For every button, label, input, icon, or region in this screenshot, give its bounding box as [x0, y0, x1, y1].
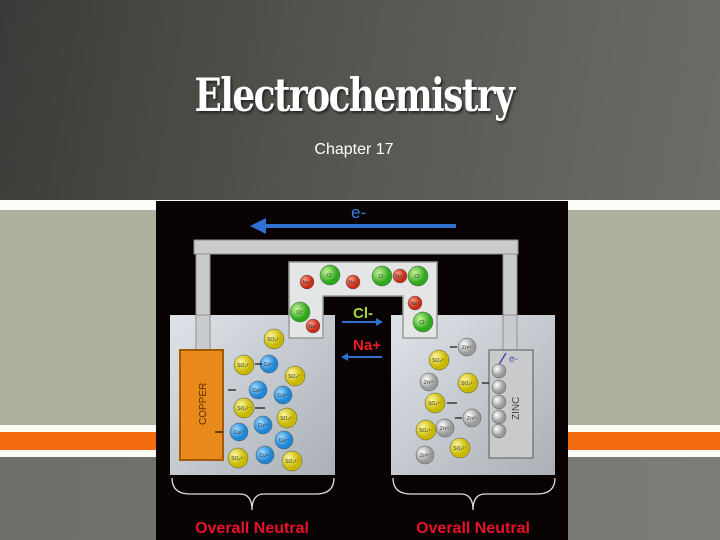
zinc-ion: [415, 445, 435, 465]
sodium-ion: [407, 295, 423, 311]
left-wire-lead: [195, 314, 211, 352]
copper-ion-label: Cu²⁺: [264, 362, 275, 368]
sulfate-ion: [457, 372, 479, 394]
sulfate-ion-label: SO₄²⁻: [461, 381, 475, 387]
sodium-label: Na+: [353, 337, 381, 354]
sulfate-ion-label: SO₄²⁻: [280, 416, 294, 422]
zinc-ion: [457, 337, 477, 357]
copper-label: COPPER: [198, 383, 209, 425]
sodium-ion: [305, 318, 321, 334]
chloride-ion-label: Cl⁻: [326, 273, 334, 279]
electron-flow-label: e-: [351, 203, 366, 222]
sulfate-ion: [449, 437, 471, 459]
zinc-electron-label: e-: [509, 354, 518, 365]
sodium-ion-label: Na⁺: [348, 280, 357, 286]
ion-particles: SO₄²⁻ SO₄²⁻ SO₄²⁻ SO₄²⁻ SO₄²⁻ SO₄²⁻ SO₄²⁻ Cu²⁺ C…: [215, 264, 507, 472]
slide-title: Electrochemistry: [194, 68, 516, 122]
copper-ion-label: Cu²⁺: [253, 388, 264, 394]
chloride-ion-label: Cl⁻: [414, 274, 422, 280]
copper-ion-label: Cu²⁺: [260, 453, 271, 459]
sodium-ion-label: Na⁺: [308, 324, 317, 330]
copper-ion-label: Cu²⁺: [279, 438, 290, 444]
sulfate-ion-label: SO₄²⁻: [237, 363, 251, 369]
sulfate-ion: [233, 397, 255, 419]
sulfate-ion: [227, 447, 249, 469]
chloride-ion: [319, 264, 341, 286]
right-wire-lead: [502, 314, 518, 352]
chloride-ion: [407, 265, 429, 287]
right-brace: [392, 477, 556, 511]
zinc-ion: [462, 408, 482, 428]
chloride-label: Cl-: [353, 305, 373, 322]
sulfate-ion: [415, 419, 437, 441]
sulfate-ion: [428, 349, 450, 371]
chloride-ion-label: Cl⁻: [378, 274, 386, 280]
zinc-ion: [419, 372, 439, 392]
copper-ion: [274, 430, 294, 450]
chloride-ion: [289, 301, 311, 323]
sulfate-ion-label: SO₄²⁻: [453, 446, 467, 452]
sodium-ion-label: Na⁺: [410, 301, 419, 307]
copper-ion-label: Cu²⁺: [258, 423, 269, 429]
zinc-atom: [491, 363, 507, 379]
sulfate-ion: [281, 450, 303, 472]
sulfate-ion: [284, 365, 306, 387]
zinc-atom: [491, 409, 507, 425]
sulfate-ion: [263, 328, 285, 350]
sulfate-ion: [276, 407, 298, 429]
chloride-ion: [371, 265, 393, 287]
sulfate-ion-label: SO₄²⁻: [231, 456, 245, 462]
slide-subtitle: Chapter 17: [314, 141, 394, 158]
zinc-ion-label: Zn²⁺: [440, 426, 451, 432]
copper-ion: [273, 385, 293, 405]
zinc-ion-label: Zn²⁺: [462, 345, 473, 351]
sulfate-ion-label: SO₄²⁻: [285, 459, 299, 465]
sulfate-ion-label: SO₄²⁻: [267, 337, 281, 343]
zinc-ion-label: Zn²⁺: [424, 380, 435, 386]
chloride-ion: [412, 311, 434, 333]
sulfate-ion-label: SO₄²⁻: [428, 401, 442, 407]
chloride-ion-label: Cl⁻: [296, 310, 304, 316]
zinc-atom: [491, 394, 507, 410]
sodium-ion: [345, 274, 361, 290]
sodium-arrow: [341, 353, 382, 361]
copper-ion: [253, 415, 273, 435]
zinc-ion-label: Zn²⁺: [420, 453, 431, 459]
chloride-arrow: [342, 318, 383, 326]
sulfate-ion: [424, 392, 446, 414]
title-band: [0, 0, 720, 200]
sodium-ion: [392, 268, 408, 284]
copper-ion-label: Cu²⁺: [278, 393, 289, 399]
sulfate-ion: [233, 354, 255, 376]
zinc-atom: [491, 379, 507, 395]
sulfate-ion-label: SO₄²⁻: [432, 358, 446, 364]
zinc-atom: [491, 423, 507, 439]
right-overall-neutral-label: Overall Neutral: [416, 520, 530, 537]
chloride-ion-label: Cl⁻: [419, 320, 427, 326]
left-overall-neutral-label: Overall Neutral: [195, 520, 309, 537]
copper-ion: [255, 445, 275, 465]
left-brace: [171, 477, 335, 511]
zinc-ion-label: Zn²⁺: [467, 416, 478, 422]
sulfate-ion-label: SO₄²⁻: [237, 406, 251, 412]
sodium-ion: [299, 274, 315, 290]
sulfate-ion-label: SO₄²⁻: [419, 428, 433, 434]
zinc-label: ZINC: [511, 397, 522, 420]
sodium-ion-label: Na⁺: [395, 274, 404, 280]
sulfate-ion-label: SO₄²⁻: [288, 374, 302, 380]
copper-electrode: COPPER: [179, 349, 224, 461]
electron-flow-arrow: [250, 218, 456, 234]
copper-ion: [229, 422, 249, 442]
sodium-ion-label: Na⁺: [302, 280, 311, 286]
copper-ion-label: Cu²⁺: [234, 430, 245, 436]
copper-ion: [248, 380, 268, 400]
